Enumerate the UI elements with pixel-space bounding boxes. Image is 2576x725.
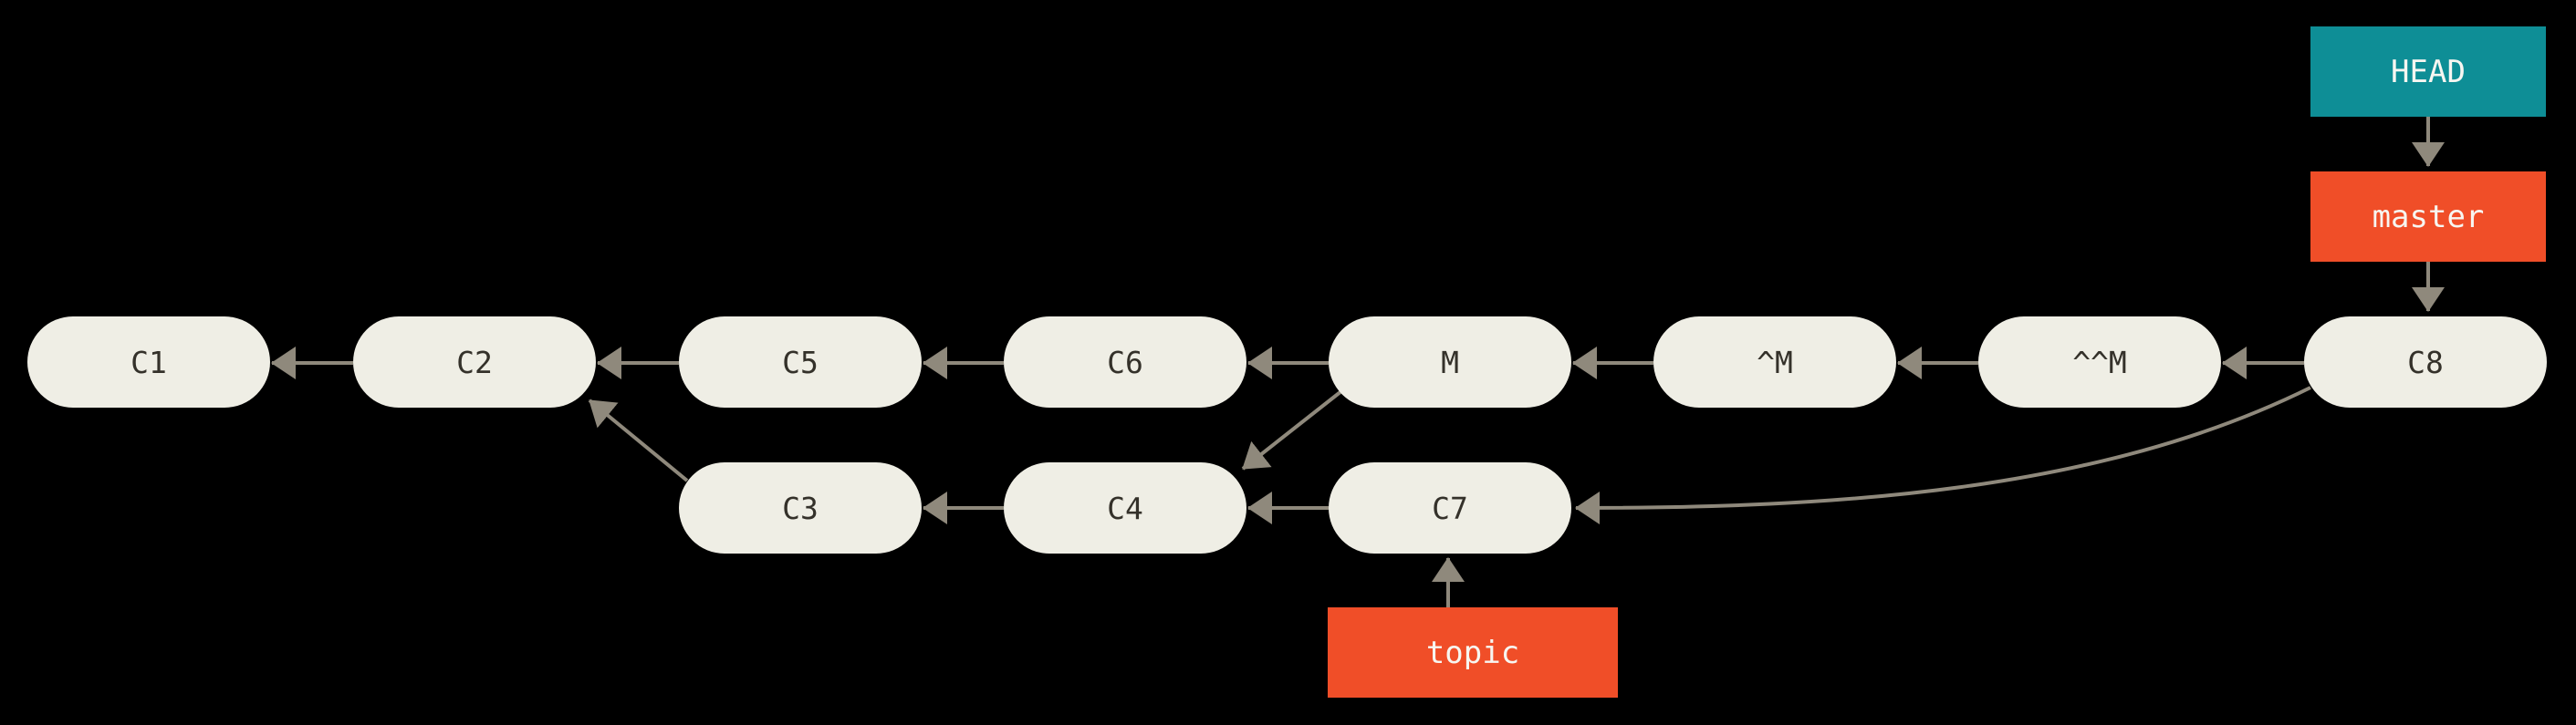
- commit-label-c2: C2: [456, 344, 493, 380]
- commit-node-c1: C1: [27, 316, 270, 408]
- edge-m-to-c4: [1241, 389, 1343, 471]
- commit-node-c7: C7: [1329, 462, 1571, 554]
- commit-label-c5: C5: [782, 344, 819, 380]
- commit-label-c8: C8: [2407, 344, 2444, 380]
- commit-label-c7: C7: [1432, 490, 1468, 526]
- commit-label-c4: C4: [1107, 490, 1143, 526]
- commit-node-hat-hat-m: ^^M: [1978, 316, 2221, 408]
- commit-node-hat-m: ^M: [1653, 316, 1896, 408]
- master-ref-label: master: [2372, 198, 2485, 235]
- edge-c8-to-c7: [1575, 386, 2311, 524]
- commit-node-c2: C2: [353, 316, 596, 408]
- commit-node-c4: C4: [1004, 462, 1246, 554]
- commit-label-hat-hat-m: ^^M: [2072, 344, 2127, 380]
- edge-c3-to-c2: [588, 399, 689, 482]
- master-ref-box: master: [2310, 171, 2546, 262]
- head-ref-box: HEAD: [2310, 26, 2546, 117]
- commit-node-c8: C8: [2304, 316, 2547, 408]
- commit-node-c6: C6: [1004, 316, 1246, 408]
- commit-label-c1: C1: [130, 344, 167, 380]
- commit-label-c6: C6: [1107, 344, 1143, 380]
- topic-ref-box: topic: [1328, 607, 1618, 698]
- commit-node-c3: C3: [679, 462, 922, 554]
- commit-label-m: M: [1441, 344, 1459, 380]
- commit-node-c5: C5: [679, 316, 922, 408]
- topic-ref-label: topic: [1425, 634, 1520, 671]
- head-ref-label: HEAD: [2391, 53, 2466, 90]
- commit-node-m: M: [1329, 316, 1571, 408]
- commit-label-c3: C3: [782, 490, 819, 526]
- commit-label-hat-m: ^M: [1757, 344, 1793, 380]
